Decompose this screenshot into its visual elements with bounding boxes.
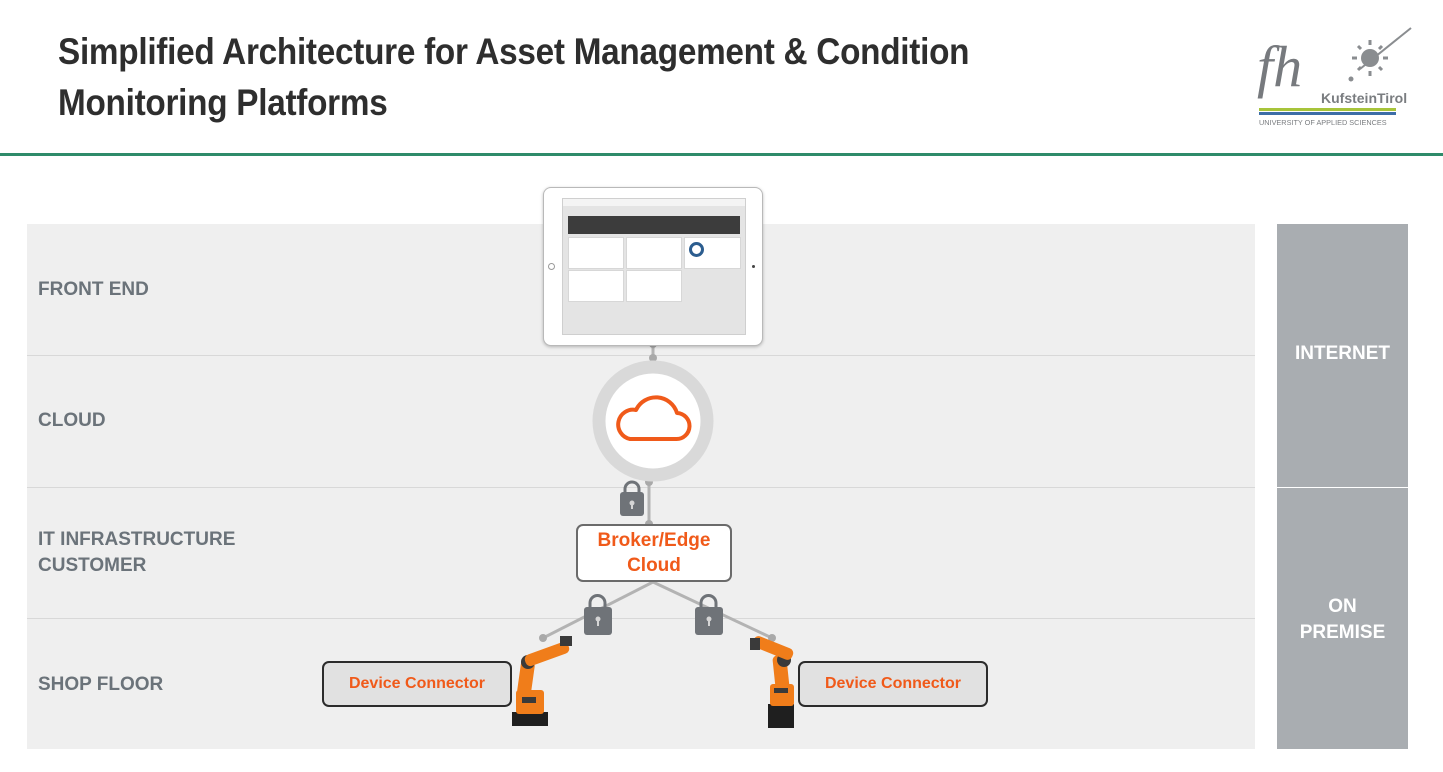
device-connector-left: Device Connector bbox=[322, 661, 512, 707]
dashboard-hero-banner bbox=[568, 216, 740, 234]
logo-name: KufsteinTirol bbox=[1321, 90, 1407, 106]
zone-label-internet: INTERNET bbox=[1295, 342, 1390, 364]
lock-icon-right bbox=[695, 594, 723, 635]
tablet-home-button bbox=[548, 263, 555, 270]
lock-icon-left bbox=[584, 594, 612, 635]
zone-label-on-premise: ON PREMISE bbox=[1299, 595, 1386, 643]
cloud-icon bbox=[616, 395, 692, 442]
donut-chart-icon bbox=[689, 242, 704, 257]
layer-label-front-end: FRONT END bbox=[38, 279, 149, 300]
header-divider bbox=[0, 153, 1443, 156]
layer-label-it-infrastructure: IT INFRASTRUCTURE CUSTOMER bbox=[38, 529, 236, 576]
industrial-robot-left-icon bbox=[512, 636, 572, 726]
device-connector-left-label: Device Connector bbox=[348, 675, 486, 692]
dashboard-screen bbox=[562, 198, 746, 335]
university-logo: fh KufsteinTirol UNIVERSITY OF APPLIED S… bbox=[1257, 27, 1412, 127]
dashboard-card bbox=[568, 270, 624, 302]
dashboard-card bbox=[568, 237, 624, 269]
device-connector-right-label: Device Connector bbox=[824, 675, 962, 692]
sun-icon bbox=[1348, 27, 1412, 82]
industrial-robot-right-icon bbox=[750, 636, 794, 728]
page-title: Simplified Architecture for Asset Manage… bbox=[58, 31, 970, 123]
device-connector-right: Device Connector bbox=[798, 661, 988, 707]
logo-subtitle: UNIVERSITY OF APPLIED SCIENCES bbox=[1259, 118, 1387, 127]
layer-label-cloud: CLOUD bbox=[38, 410, 106, 431]
lock-icon-cloud bbox=[620, 480, 644, 516]
broker-label: Broker/Edge Cloud bbox=[597, 530, 711, 576]
dashboard-card bbox=[626, 237, 682, 269]
dashboard-topbar bbox=[563, 199, 745, 206]
dashboard-card bbox=[626, 270, 682, 302]
broker-edge-cloud-node: Broker/Edge Cloud bbox=[576, 524, 732, 582]
logo-letters: fh bbox=[1257, 34, 1302, 99]
cloud-node bbox=[592, 360, 714, 482]
tablet-device bbox=[543, 187, 763, 346]
tablet-camera bbox=[752, 265, 755, 268]
layer-shop-floor: SHOP FLOOR bbox=[27, 619, 1255, 749]
zone-internet: INTERNET bbox=[1277, 224, 1408, 487]
layer-label-shop-floor: SHOP FLOOR bbox=[38, 674, 164, 695]
zone-on-premise: ON PREMISE bbox=[1277, 488, 1408, 749]
